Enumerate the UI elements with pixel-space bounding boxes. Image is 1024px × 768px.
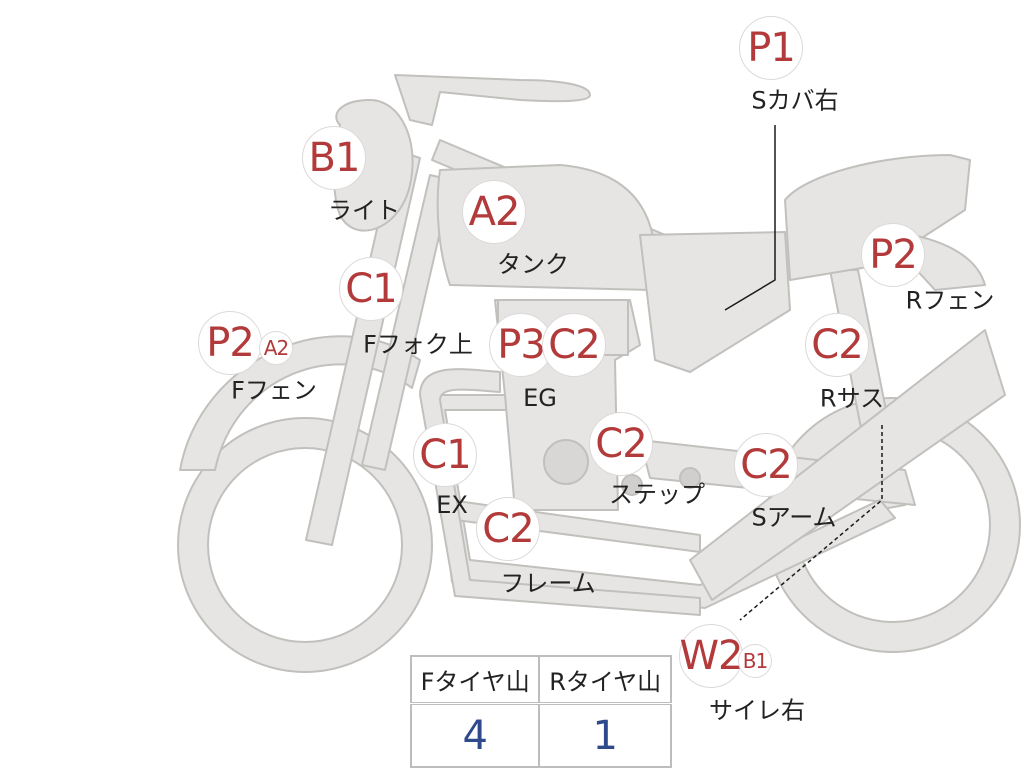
exhaust [419, 368, 701, 616]
part-label-ffork: Fフォク上 [363, 330, 473, 359]
part-label-scover-right: Sカバ右 [751, 86, 839, 115]
part-label-tank: タンク [497, 250, 569, 279]
grade-mark-p2-rfen: P2 [861, 223, 925, 287]
leader-line-silencer [739, 425, 883, 621]
part-label-rfen: Rフェン [905, 286, 995, 315]
muffler [689, 329, 1006, 601]
grade-mark-c1-ex: C1 [413, 423, 477, 487]
rear-tire-header: Rタイヤ山 [538, 655, 672, 705]
grade-mark-c1-ffork: C1 [339, 257, 403, 321]
part-label-frame: フレーム [500, 569, 596, 598]
part-label-rsus: Rサス [819, 384, 885, 413]
part-label-step: ステップ [609, 480, 705, 509]
leader-line-scover [724, 125, 776, 311]
tire-tread-table: Fタイヤ山 Rタイヤ山 4 1 [409, 655, 672, 768]
grade-mark-c2-step: C2 [589, 412, 653, 476]
front-wheel [178, 418, 432, 672]
part-label-silencer-right: サイレ右 [709, 696, 805, 725]
grade-mark-b1-light: B1 [302, 126, 366, 190]
grade-mark-b1-silencer: B1 [738, 644, 772, 678]
grade-mark-p2-ffen: P2 [198, 311, 262, 375]
front-tire-header: Fタイヤ山 [409, 655, 541, 705]
grade-mark-a2-tank: A2 [462, 180, 526, 244]
part-label-eg: EG [523, 384, 557, 412]
part-label-ffen: Fフェン [231, 376, 317, 405]
grade-mark-c2-frame: C2 [476, 497, 540, 561]
grade-mark-p3-eg: P3 [489, 313, 553, 377]
front-tire-value: 4 [409, 702, 541, 768]
grade-mark-p1: P1 [739, 16, 803, 80]
grade-mark-c2-rsus: C2 [805, 313, 869, 377]
part-label-light: ライト [328, 196, 400, 225]
part-label-ex: EX [436, 491, 468, 519]
grade-mark-a2-ffen: A2 [259, 331, 293, 365]
grade-mark-w2-silencer: W2 [679, 624, 744, 688]
part-label-sarm: Sアーム [751, 503, 837, 532]
rear-tire-value: 1 [538, 702, 672, 768]
grade-mark-c2-eg: C2 [542, 313, 606, 377]
seat [639, 231, 791, 373]
grade-mark-c2-sarm: C2 [734, 433, 798, 497]
handlebar [394, 74, 591, 126]
